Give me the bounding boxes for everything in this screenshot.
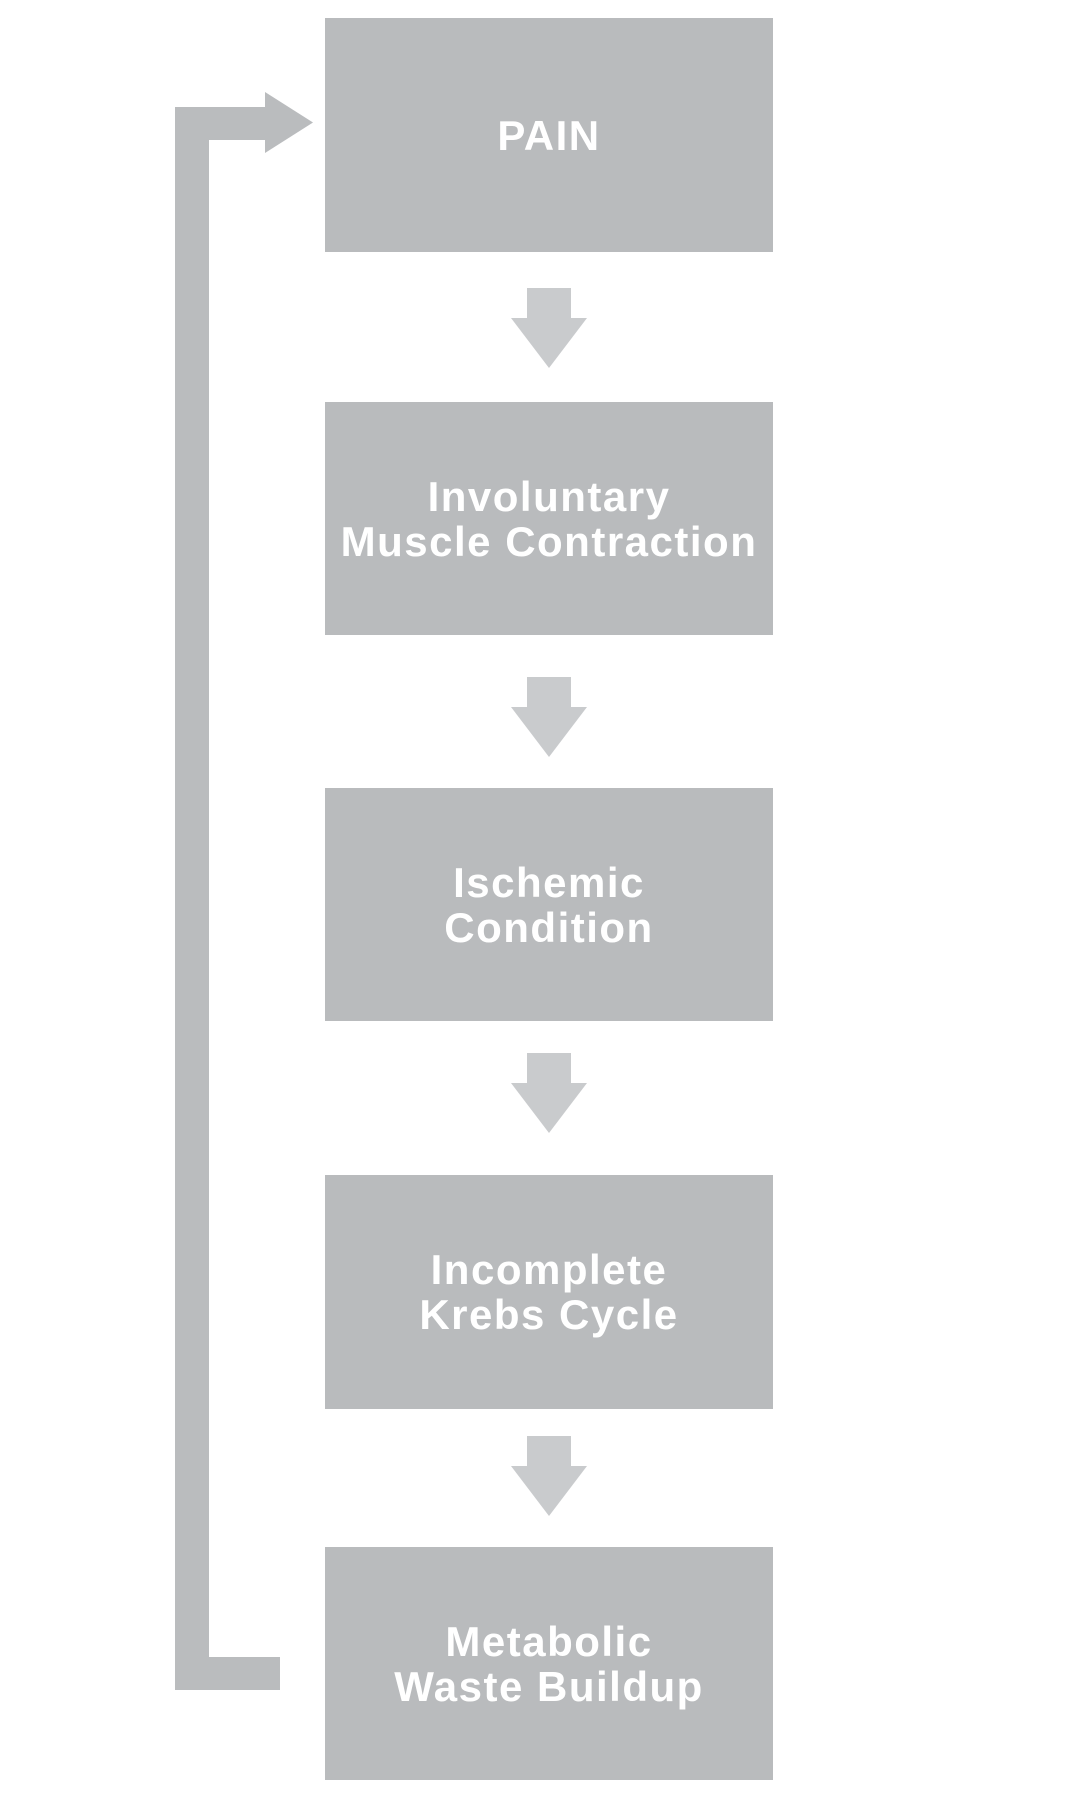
node-label-line: Waste Buildup bbox=[394, 1662, 704, 1710]
node-label-line: Muscle Contraction bbox=[340, 517, 758, 565]
node-label-line: Incomplete bbox=[430, 1246, 668, 1293]
feedback-loop-vertical-line bbox=[175, 107, 209, 1690]
feedback-loop-bottom-segment bbox=[175, 1657, 280, 1690]
node-incomplete-krebs-cycle: Incomplete Krebs Cycle bbox=[325, 1175, 773, 1409]
down-arrow-icon bbox=[511, 288, 587, 368]
down-arrow-icon bbox=[511, 1053, 587, 1133]
node-ischemic-condition: Ischemic Condition bbox=[325, 788, 773, 1021]
down-arrow-icon bbox=[511, 677, 587, 757]
node-pain: PAIN bbox=[325, 18, 773, 252]
node-metabolic-waste-buildup: Metabolic Waste Buildup bbox=[325, 1547, 773, 1780]
node-label-line: Ischemic bbox=[453, 858, 645, 906]
node-label-line: Condition bbox=[444, 903, 654, 951]
down-arrow-icon bbox=[511, 1436, 587, 1516]
feedback-loop-top-segment bbox=[175, 107, 267, 140]
node-label-line: Metabolic bbox=[445, 1617, 653, 1665]
node-label-line: PAIN bbox=[497, 111, 601, 159]
feedback-loop-arrowhead-icon bbox=[265, 92, 313, 153]
node-label-line: Involuntary bbox=[427, 472, 671, 520]
node-label-line: Krebs Cycle bbox=[419, 1291, 679, 1338]
node-involuntary-muscle-contraction: Involuntary Muscle Contraction bbox=[325, 402, 773, 635]
